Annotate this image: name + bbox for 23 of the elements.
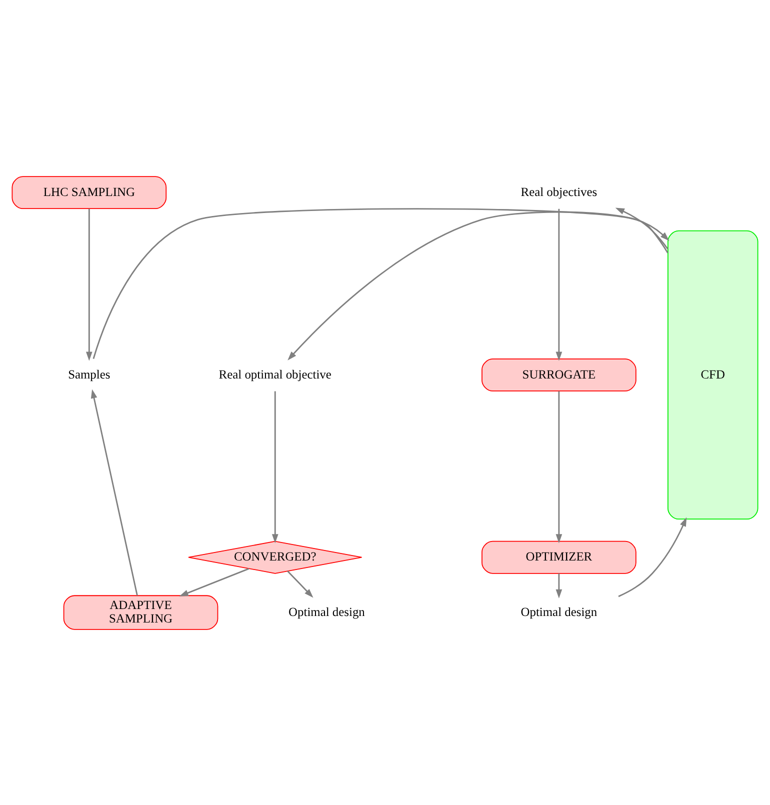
arrow bbox=[287, 570, 314, 598]
arrow bbox=[272, 390, 278, 543]
arrow bbox=[92, 208, 670, 358]
arrow bbox=[556, 572, 562, 598]
node-diamond: CONVERGED? bbox=[188, 540, 362, 574]
node-box: CFD bbox=[668, 230, 758, 520]
node-text: Real optimal objective bbox=[218, 366, 332, 381]
node-text: Optimal design bbox=[288, 604, 365, 618]
arrow bbox=[288, 210, 668, 360]
node-box: ADAPTIVE SAMPLING bbox=[63, 594, 218, 630]
node-text: Samples bbox=[68, 366, 110, 381]
arrow bbox=[90, 388, 138, 596]
node-box: LHC SAMPLING bbox=[12, 176, 167, 209]
arrow bbox=[179, 568, 250, 596]
arrow bbox=[615, 207, 668, 249]
node-text: Optimal design bbox=[520, 604, 598, 618]
arrow bbox=[556, 208, 562, 360]
arrow bbox=[86, 208, 92, 360]
node-box: OPTIMIZER bbox=[482, 540, 636, 574]
node-text: Real objectives bbox=[520, 184, 598, 198]
node-box: SURROGATE bbox=[482, 358, 636, 391]
arrow bbox=[618, 516, 687, 597]
arrow bbox=[556, 390, 562, 543]
